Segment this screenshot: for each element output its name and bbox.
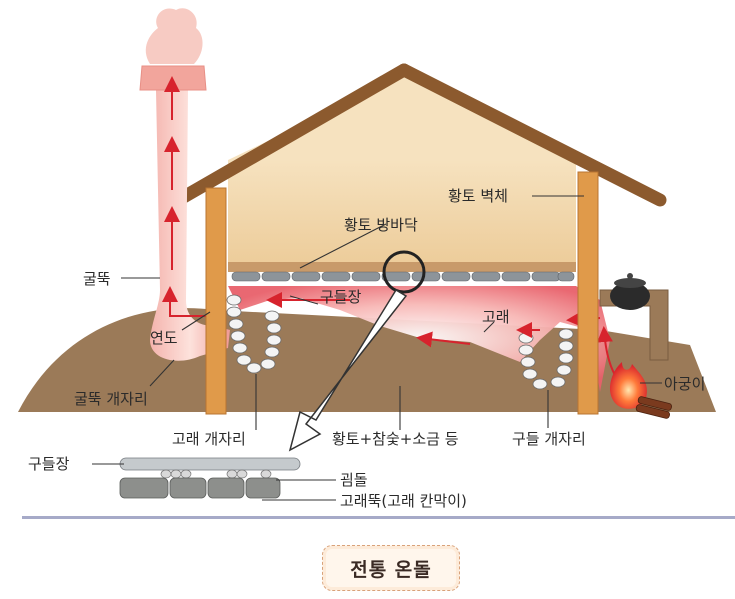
chimney-smoke [145,8,203,64]
label-gudeuljang-detail: 구들장 [28,455,70,473]
roof-beam-left [161,63,411,213]
caption-title: 전통 온돌 [350,558,432,581]
cauldron-icon [610,282,650,310]
label-flue: 연도 [150,329,178,347]
gorae-pit-stones-left [226,294,282,374]
gorae-heat-channel [228,286,610,392]
floor-stones [231,271,575,282]
firewood-icon [635,396,672,419]
left-post [205,187,227,415]
label-gudeul-pit: 구들 개자리 [512,430,586,448]
detail-cross-section [119,457,301,499]
magnifier-arrow [288,288,408,452]
label-goraeddeuk: 고래뚝(고래 칸막이) [340,492,467,510]
fire-pit-pipe [599,289,669,361]
label-chimney-pit: 굴뚝 개자리 [74,390,148,408]
gudeul-pit-stones [518,328,574,390]
clay-floor [228,262,576,272]
label-fire-pit: 아궁이 [664,375,705,393]
magnifier-circle [382,250,426,294]
label-gwimdol: 굄돌 [340,471,368,489]
baseline [22,516,735,519]
right-post [577,171,599,415]
label-clay-floor: 황토 방바닥 [344,216,418,234]
leader-lines [92,195,662,501]
label-chimney: 굴뚝 [83,270,111,288]
label-fill-material: 황토+참숯+소금 등 [332,430,459,448]
label-gudeuljang-top: 구들장 [320,288,362,306]
fire-icon [609,362,647,409]
roof-beam-right [397,63,667,207]
caption-box: 전통 온돌 [322,545,460,591]
label-gorae: 고래 [482,308,510,326]
label-clay-wall: 황토 벽체 [448,187,508,205]
label-gorae-pit: 고래 개자리 [172,430,246,448]
gable [228,76,576,160]
